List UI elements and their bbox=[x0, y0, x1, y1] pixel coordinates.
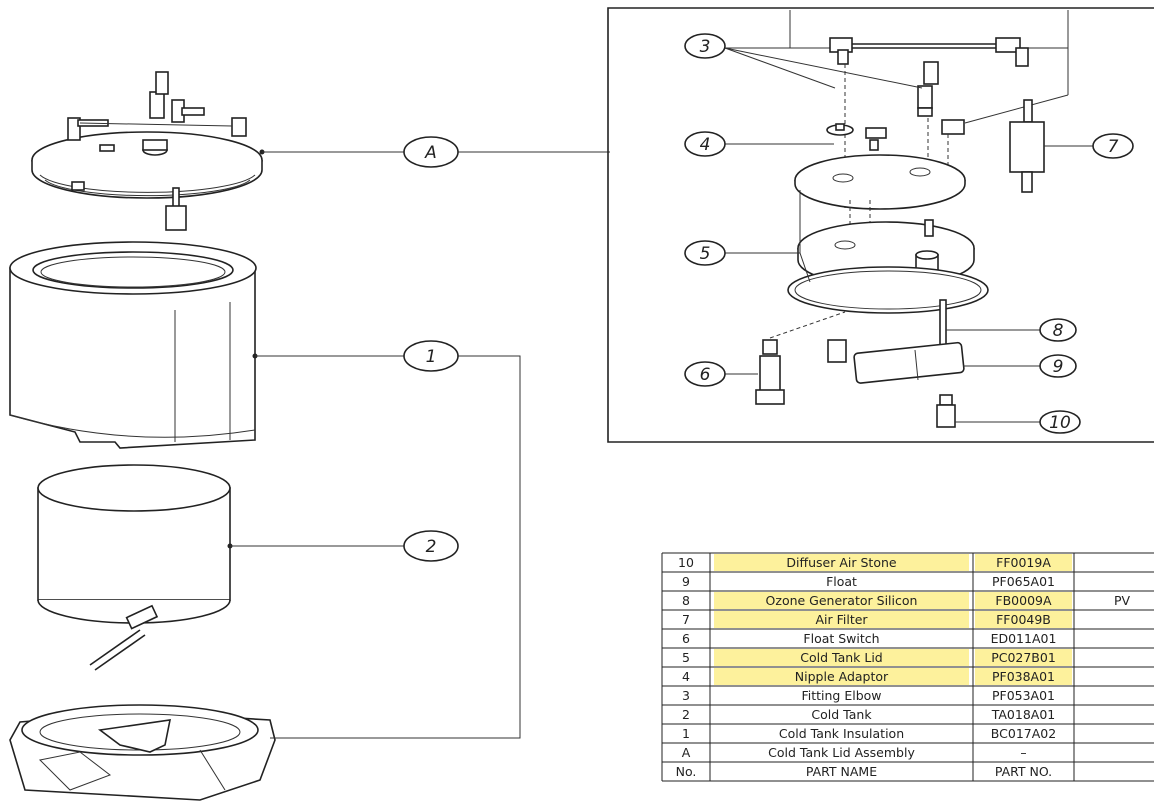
svg-text:2: 2 bbox=[426, 537, 437, 557]
highlight-part-no bbox=[975, 611, 1072, 628]
cell-part_no: PC027B01 bbox=[991, 650, 1056, 665]
callout-A: A bbox=[403, 136, 459, 168]
cell-part_no: FF0049B bbox=[996, 612, 1051, 627]
cell-part_no: FF0019A bbox=[996, 555, 1051, 570]
cell-name: Air Filter bbox=[815, 612, 868, 627]
cell-part_no: PART NO. bbox=[995, 764, 1052, 779]
highlight-part-no bbox=[975, 649, 1072, 666]
highlight-part-no bbox=[975, 668, 1072, 685]
cell-name: Nipple Adaptor bbox=[795, 669, 889, 684]
cell-part_no: FB0009A bbox=[995, 593, 1052, 608]
lid-assembly-drawing bbox=[31, 71, 263, 231]
cell-no: No. bbox=[676, 764, 697, 779]
highlight-name bbox=[714, 668, 969, 685]
cell-name: Cold Tank bbox=[811, 707, 872, 722]
cell-extra: PV bbox=[1114, 593, 1131, 608]
cold-tank-drawing bbox=[37, 464, 231, 671]
callout-1: 1 bbox=[403, 340, 459, 372]
svg-text:9: 9 bbox=[1053, 357, 1064, 377]
callout-8: 8 bbox=[1039, 318, 1077, 342]
cell-name: Float Switch bbox=[803, 631, 879, 646]
svg-text:5: 5 bbox=[700, 244, 711, 264]
svg-text:10: 10 bbox=[1049, 413, 1071, 433]
highlight-name bbox=[714, 554, 969, 571]
left-leader-lines bbox=[227, 149, 610, 739]
callout-10: 10 bbox=[1039, 410, 1081, 434]
cell-part_no: – bbox=[1020, 745, 1026, 760]
cell-part_no: TA018A01 bbox=[991, 707, 1056, 722]
cell-no: 2 bbox=[682, 707, 690, 722]
cell-name: Cold Tank Lid Assembly bbox=[768, 745, 915, 760]
callout-5: 5 bbox=[684, 240, 726, 266]
detail-box bbox=[607, 7, 1154, 443]
cell-name: Ozone Generator Silicon bbox=[766, 593, 918, 608]
cell-part_no: BC017A02 bbox=[991, 726, 1056, 741]
svg-text:A: A bbox=[424, 143, 437, 163]
cell-name: PART NAME bbox=[806, 764, 877, 779]
svg-text:4: 4 bbox=[700, 135, 711, 155]
cell-no: 6 bbox=[682, 631, 690, 646]
cell-name: Cold Tank Lid bbox=[800, 650, 883, 665]
cold-tank-insulation-drawing bbox=[9, 241, 257, 449]
parts-table: 10 Diffuser Air Stone FF0019A 9 Float PF065A0… bbox=[661, 552, 1154, 782]
svg-text:8: 8 bbox=[1053, 321, 1064, 341]
detail-leader-lines bbox=[725, 143, 1093, 423]
highlight-name bbox=[714, 611, 969, 628]
highlight-part-no bbox=[975, 592, 1072, 609]
cell-no: 9 bbox=[682, 574, 690, 589]
cell-no: 3 bbox=[682, 688, 690, 703]
cell-no: A bbox=[682, 745, 691, 760]
callout-6: 6 bbox=[684, 361, 726, 387]
svg-text:7: 7 bbox=[1108, 137, 1119, 157]
cell-part_no: ED011A01 bbox=[991, 631, 1057, 646]
cell-no: 8 bbox=[682, 593, 690, 608]
detail-exploded-drawing bbox=[724, 10, 1069, 428]
callout-9: 9 bbox=[1039, 354, 1077, 378]
highlight-part-no bbox=[975, 554, 1072, 571]
tank-base-drawing bbox=[9, 704, 276, 801]
cell-name: Fitting Elbow bbox=[801, 688, 881, 703]
cell-no: 4 bbox=[682, 669, 690, 684]
cell-name: Diffuser Air Stone bbox=[786, 555, 896, 570]
svg-text:1: 1 bbox=[426, 347, 437, 367]
svg-text:3: 3 bbox=[700, 37, 711, 57]
callout-3: 3 bbox=[684, 33, 726, 59]
cell-no: 10 bbox=[678, 555, 694, 570]
highlight-name bbox=[714, 649, 969, 666]
cell-no: 5 bbox=[682, 650, 690, 665]
cell-name: Float bbox=[826, 574, 857, 589]
cell-no: 7 bbox=[682, 612, 690, 627]
cell-no: 1 bbox=[682, 726, 690, 741]
cell-part_no: PF038A01 bbox=[992, 669, 1055, 684]
highlight-name bbox=[714, 592, 969, 609]
cell-part_no: PF065A01 bbox=[992, 574, 1055, 589]
callout-7: 7 bbox=[1092, 133, 1134, 159]
cell-part_no: PF053A01 bbox=[992, 688, 1055, 703]
callout-4: 4 bbox=[684, 131, 726, 157]
svg-text:6: 6 bbox=[700, 365, 711, 385]
cell-name: Cold Tank Insulation bbox=[779, 726, 904, 741]
callout-2: 2 bbox=[403, 530, 459, 562]
